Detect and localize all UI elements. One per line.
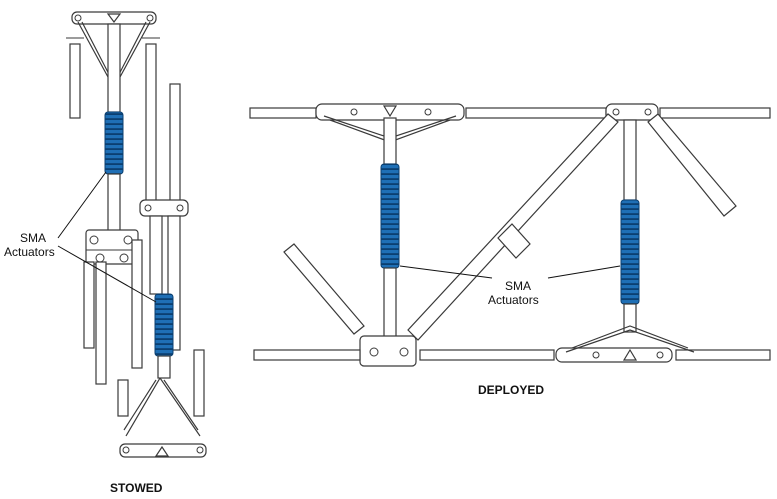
stowed-caption: STOWED — [110, 481, 163, 495]
deployed-actuator-label-line2: Actuators — [488, 293, 539, 307]
deployed-assembly — [249, 103, 771, 367]
sma-coil-stowed-lower — [154, 293, 174, 357]
stowed-assembly — [66, 11, 207, 458]
sma-coil-stowed-upper — [104, 111, 124, 175]
deployed-caption: DEPLOYED — [478, 383, 544, 397]
sma-coil-deployed-right — [620, 199, 640, 305]
stowed-actuator-label-line2: Actuators — [4, 245, 55, 259]
deployed-sma-label-group: SMA Actuators — [399, 265, 621, 307]
sma-coil-deployed-left — [380, 163, 400, 269]
deployed-actuator-label-line1: SMA — [505, 279, 531, 293]
stowed-sma-label-group: SMA Actuators — [4, 171, 157, 303]
stowed-actuator-label-line1: SMA — [20, 231, 46, 245]
